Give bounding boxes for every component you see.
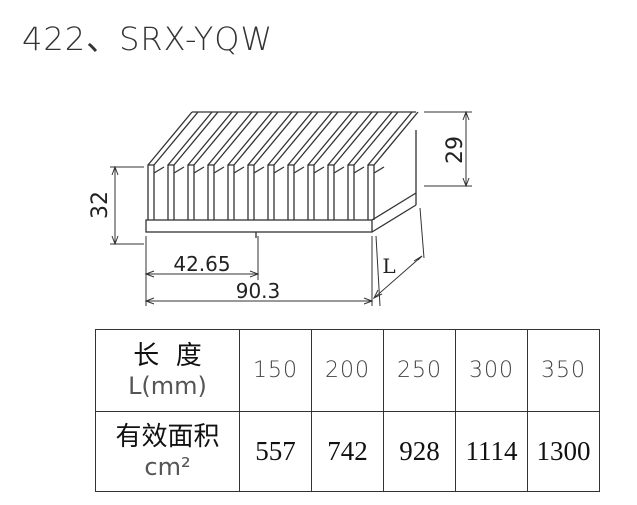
dimension-width-partial [144, 236, 260, 306]
length-cell: 250 [383, 329, 456, 412]
dimension-height-left [110, 165, 144, 246]
heatsink-fin-edge [233, 166, 245, 174]
heatsink-fin [347, 164, 355, 220]
product-title: 422、SRX-YQW [22, 20, 274, 58]
length-row-header: 长 度 L(mm) [95, 329, 240, 412]
area-cell: 1114 [455, 411, 528, 492]
spec-table: 长 度 L(mm) 150 200 250 300 350 有效面积 cm² 5… [95, 329, 600, 492]
heatsink-profile [145, 111, 419, 238]
heatsink-fin [367, 164, 375, 220]
heatsink-fin [287, 164, 295, 220]
heatsink-fin-edge [313, 111, 359, 166]
length-cell: 200 [311, 329, 384, 412]
dimension-length [372, 207, 425, 307]
length-cell: 300 [455, 329, 528, 412]
heatsink-fin-edge [267, 111, 313, 166]
heatsink-fin [167, 164, 175, 220]
heatsink-fin [247, 164, 255, 220]
length-row: 长 度 L(mm) 150 200 250 300 350 [95, 329, 600, 412]
heatsink-fin-edge [333, 111, 379, 166]
dimension-length-label: L [382, 254, 395, 278]
heatsink-fin-edge [147, 111, 193, 166]
heatsink-fin [307, 164, 315, 220]
heatsink-fin [267, 164, 275, 220]
area-row-header: 有效面积 cm² [95, 411, 240, 492]
area-cell: 1300 [527, 411, 600, 492]
heatsink-fin-edge [173, 111, 219, 166]
dimension-height-left-label: 32 [88, 191, 113, 219]
dimension-height-right [424, 110, 472, 188]
heatsink-fin-edge [187, 111, 233, 166]
heatsink-fin-edge [353, 111, 399, 166]
heatsink-fin-edge [347, 111, 393, 166]
length-cell: 150 [239, 329, 312, 412]
heatsink-fin-edge [213, 166, 225, 174]
heatsink-fin-edge [173, 166, 185, 174]
area-header-label: 有效面积 [115, 421, 220, 452]
heatsink-fin-edge [293, 166, 305, 174]
length-header-unit: L(mm) [128, 371, 207, 400]
heatsink-fin-edge [227, 111, 273, 166]
area-cell: 557 [239, 411, 312, 492]
heatsink-fin-edge [353, 166, 365, 174]
heatsink-fin [227, 164, 235, 220]
area-header-unit: cm² [144, 452, 191, 481]
heatsink-fin [187, 164, 195, 220]
heatsink-fin-edge [373, 166, 385, 174]
heatsink-fin-edge [153, 111, 199, 166]
heatsink-fin-edge [333, 166, 345, 174]
heatsink-fin-edge [247, 111, 293, 166]
area-row: 有效面积 cm² 557 742 928 1114 1300 [95, 411, 600, 492]
heatsink-fin-edge [253, 111, 299, 166]
heatsink-fin-edge [293, 111, 339, 166]
heatsink-fin-edge [253, 166, 265, 174]
heatsink-drawing: 32 29 42.65 90.3 L [88, 110, 472, 307]
heatsink-fin-edge [193, 166, 205, 174]
heatsink-fin-edge [193, 111, 239, 166]
dimension-height-right-label: 29 [443, 136, 468, 164]
heatsink-fin-edge [233, 111, 279, 166]
length-cell: 350 [527, 329, 600, 412]
heatsink-fin-edge [373, 111, 419, 166]
area-cell: 742 [311, 411, 384, 492]
heatsink-fin-edge [167, 111, 213, 166]
length-header-label: 长 度 [133, 340, 202, 371]
dimension-width-total-label: 90.3 [236, 279, 281, 303]
heatsink-fin-edge [273, 166, 285, 174]
heatsink-fin-edge [273, 111, 319, 166]
heatsink-fin [147, 164, 155, 220]
dimension-width-total [144, 236, 374, 306]
heatsink-fin-edge [153, 166, 165, 174]
heatsink-fin-edge [327, 111, 373, 166]
heatsink-fin-edge [307, 111, 353, 166]
area-cell: 928 [383, 411, 456, 492]
heatsink-fin [207, 164, 215, 220]
dimension-width-partial-label: 42.65 [173, 252, 230, 276]
heatsink-fin-edge [207, 111, 253, 166]
heatsink-fin-edge [213, 111, 259, 166]
heatsink-fin-edge [287, 111, 333, 166]
heatsink-fin-edge [367, 111, 413, 166]
heatsink-fin [327, 164, 335, 220]
heatsink-fin-edge [313, 166, 325, 174]
